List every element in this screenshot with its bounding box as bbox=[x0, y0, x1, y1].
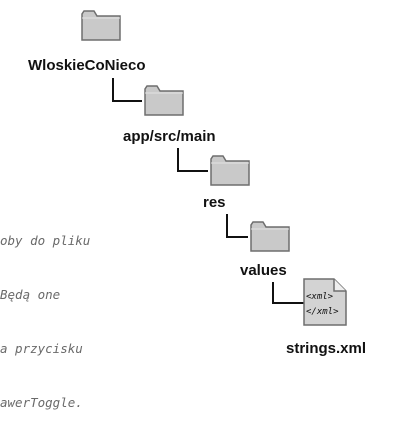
tree-connector bbox=[177, 148, 208, 172]
file-label-strings: strings.xml bbox=[286, 340, 367, 357]
folder-icon bbox=[209, 153, 251, 187]
folder-label-res: res bbox=[203, 194, 226, 211]
annotation-line: a przycisku bbox=[0, 341, 83, 356]
folder-label-values: values bbox=[240, 262, 287, 279]
xml-file-icon: <xml> </xml> bbox=[298, 277, 352, 327]
xml-close-tag: </xml> bbox=[306, 307, 339, 317]
folder-icon bbox=[249, 219, 291, 253]
xml-open-tag: <xml> bbox=[306, 292, 334, 302]
folder-icon bbox=[80, 8, 122, 42]
tree-connector bbox=[226, 214, 248, 238]
folder-icon bbox=[143, 83, 185, 117]
annotation-note: oby do pliku Będą one a przycisku awerTo… bbox=[0, 196, 160, 430]
folder-label-root: WloskieCoNieco bbox=[28, 57, 146, 74]
folder-label-app: app/src/main bbox=[123, 128, 216, 145]
annotation-line: awerToggle. bbox=[0, 395, 83, 410]
tree-connector bbox=[112, 78, 142, 102]
annotation-line: oby do pliku bbox=[0, 233, 91, 248]
tree-connector bbox=[272, 282, 304, 304]
annotation-line: Będą one bbox=[0, 287, 61, 302]
